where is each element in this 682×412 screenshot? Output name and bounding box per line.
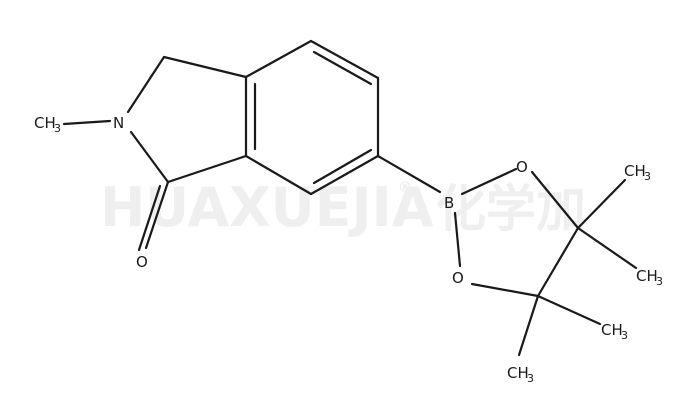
methyl-lower-right-label: CH [601,321,623,339]
methyl-right-subscript: 3 [656,275,663,288]
nitrogen-label: N [113,114,124,132]
methyl-bottom-subscript: 3 [527,372,534,385]
bond-c-methyl-bottom [517,294,540,357]
bond-c-methyl-lower-right [536,294,602,326]
bond-n-c1 [129,130,170,184]
bond-c7-c7a [244,154,313,196]
bond-c1-o [144,180,170,250]
methyl-top-right-label: CH [624,162,646,180]
bond-c1-c7a [166,154,248,184]
methyl-bottom-label: CH [507,364,529,382]
bond-c-c [536,226,580,298]
bond-c4-c5 [309,39,380,80]
ring-oxygen-bottom-label: O [452,269,464,287]
bond-c-methyl-top-right [576,178,627,230]
pinacol-boronate [376,154,638,357]
lactam-ring [62,55,248,252]
watermark-latin: HUAXUEJIA [100,176,434,239]
bond-c6-b [376,154,442,194]
n-methyl-label: CH [34,114,56,132]
methyl-lower-right-subscript: 3 [621,329,628,342]
bond-c6-c7 [309,154,380,196]
bond-c3a-c4 [244,39,313,79]
atom-labels: CH 3 N O B O O CH 3 CH 3 CH 3 CH 3 [34,114,663,385]
boron-label: B [444,194,454,212]
bond-b-o2 [453,211,462,268]
bond-b-o1 [460,167,518,196]
bond-o1-c [530,170,580,230]
bond-c3a-c3 [162,55,248,79]
carbonyl-oxygen-label: O [136,253,148,271]
bond-c6-c7-inner [312,148,373,185]
methyl-right-label: CH [636,267,658,285]
bond-c4-c5-inner [312,50,373,86]
bond-n-methyl [62,119,112,126]
bond-c1-o-double [137,184,162,252]
ring-oxygen-top-label: O [516,158,528,176]
bond-c3-n [126,55,166,114]
watermark: HUAXUEJIA ® 化学加 [100,176,586,239]
methyl-top-right-subscript: 3 [644,170,651,183]
watermark-registered: ® [398,180,412,196]
bond-c-methyl-right [576,226,638,270]
bond-o2-c [470,282,540,298]
n-methyl-subscript: 3 [54,122,61,135]
benzene-ring [244,39,380,196]
